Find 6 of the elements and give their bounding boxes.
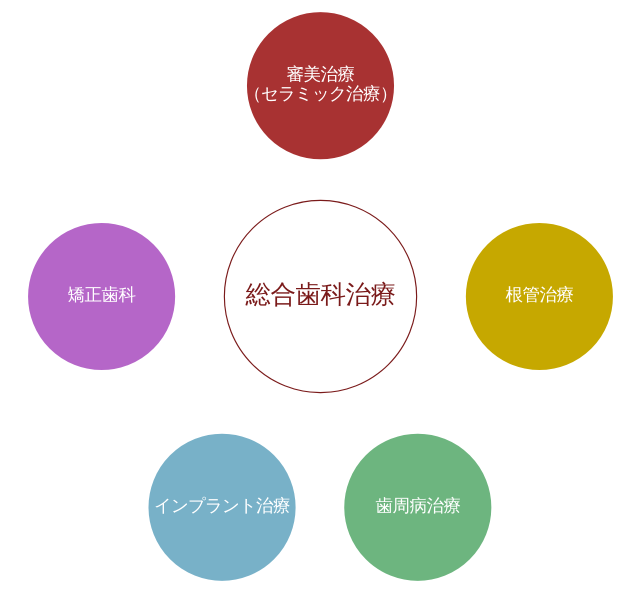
node-circle: 総合歯科治療 xyxy=(223,200,417,394)
node-circle: 矯正歯科 xyxy=(28,222,175,370)
node-circle: 審美治療 （セラミック治療） xyxy=(246,12,394,160)
node-circle: 根管治療 xyxy=(465,222,612,370)
node-circle: 歯周病治療 xyxy=(344,434,491,581)
node-circle: インプラント治療 xyxy=(148,434,296,581)
